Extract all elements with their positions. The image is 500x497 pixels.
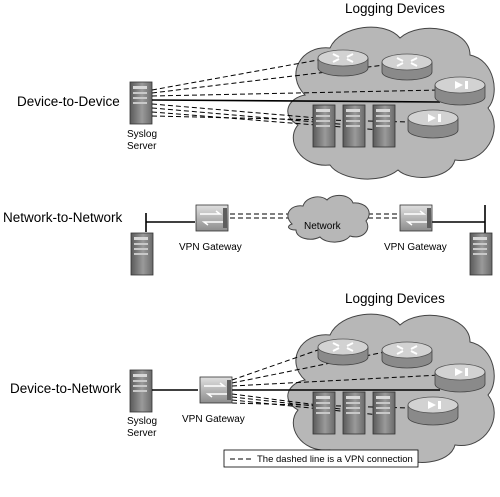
legend: The dashed line is a VPN connection <box>223 449 419 468</box>
vpn-gateway-left-label: VPN Gateway <box>179 242 242 253</box>
top-server-label-2: Server <box>127 141 157 152</box>
top-device-server-1-icon <box>312 104 336 148</box>
bottom-vpn-gateway-icon <box>199 376 233 404</box>
bottom-server-label-1: Syslog <box>127 416 157 427</box>
top-device-server-3-icon <box>372 104 396 148</box>
bottom-device-server-3-icon <box>372 391 396 435</box>
bottom-router-2-icon <box>381 341 433 369</box>
bottom-device-server-1-icon <box>312 391 336 435</box>
bottom-device-server-2-icon <box>342 391 366 435</box>
vpn-gateway-right-icon <box>399 204 433 232</box>
top-cloud-title: Logging Devices <box>345 1 445 16</box>
bottom-gateway-label: VPN Gateway <box>182 414 245 425</box>
bottom-router-1-icon <box>317 338 369 366</box>
top-appliance-1-icon <box>434 76 486 106</box>
top-row-label: Device-to-Device <box>17 94 120 109</box>
bottom-cloud-title: Logging Devices <box>345 291 445 306</box>
legend-text: The dashed line is a VPN connection <box>257 454 413 465</box>
vpn-gateway-left-icon <box>195 204 229 232</box>
network-label: Network <box>304 221 342 232</box>
middle-right-server-icon <box>469 232 493 276</box>
bottom-server-label-2: Server <box>127 428 157 439</box>
network-cloud <box>287 195 370 243</box>
middle-left-server-icon <box>130 232 154 276</box>
top-server-label-1: Syslog <box>127 129 157 140</box>
bottom-syslog-server-icon <box>129 369 153 413</box>
middle-row-label: Network-to-Network <box>3 210 123 225</box>
bottom-appliance-2-icon <box>407 396 459 426</box>
top-router-2-icon <box>381 53 433 81</box>
vpn-gateway-right-label: VPN Gateway <box>384 242 447 253</box>
top-device-server-2-icon <box>342 104 366 148</box>
bottom-appliance-1-icon <box>434 363 486 393</box>
bottom-row-label: Device-to-Network <box>10 381 121 396</box>
top-router-1-icon <box>317 49 369 77</box>
top-appliance-2-icon <box>407 109 459 139</box>
top-syslog-server-icon <box>129 81 153 125</box>
